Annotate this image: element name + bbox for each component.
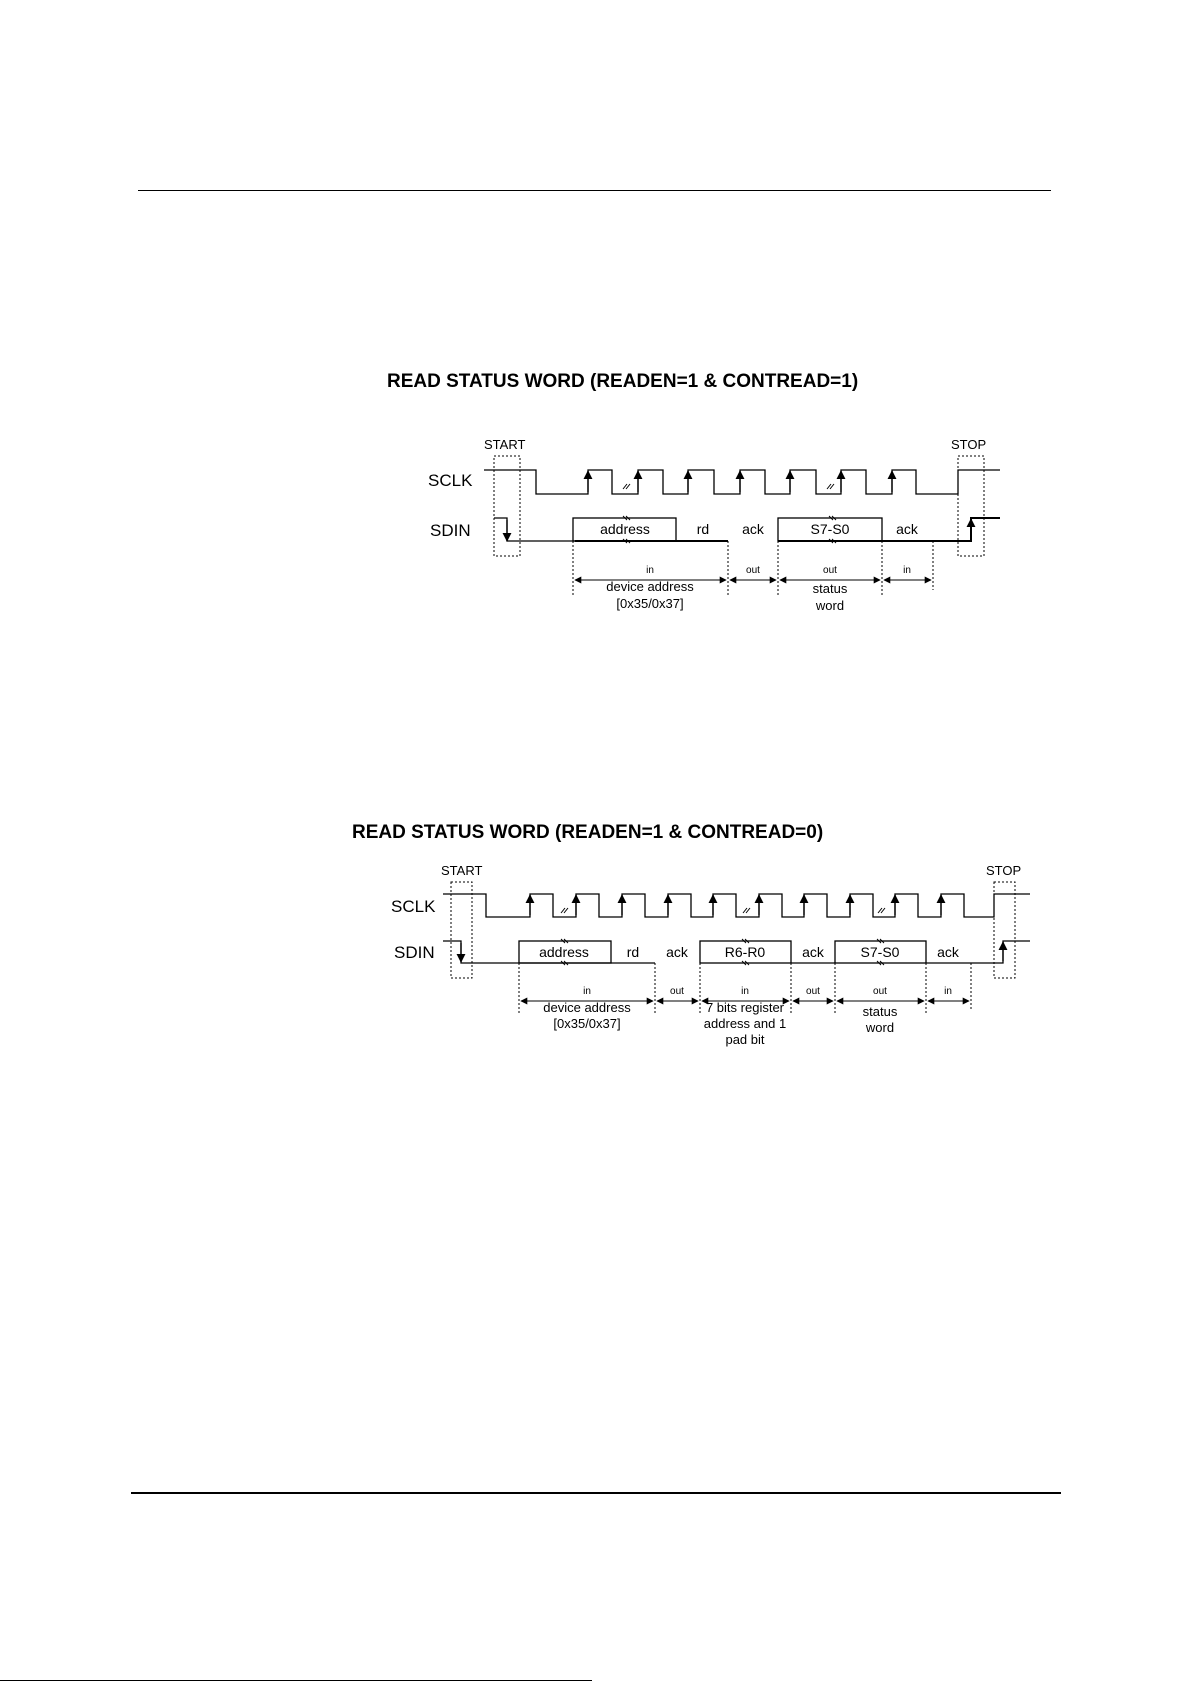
stop-condition-box xyxy=(957,455,985,557)
span-status-word: word xyxy=(865,1020,894,1035)
sclk-waveform xyxy=(443,893,1030,918)
field-ack: ack xyxy=(666,944,689,960)
field-address: address xyxy=(600,521,650,537)
span-dividers xyxy=(518,963,972,1015)
direction-label: out xyxy=(746,565,760,576)
field-s7s0: S7-S0 xyxy=(811,521,850,537)
direction-label: out xyxy=(806,986,820,997)
direction-label: in xyxy=(741,986,749,997)
span-register-address: address and 1 xyxy=(704,1016,786,1031)
span-status-word: status xyxy=(813,581,848,596)
sdin-waveform xyxy=(443,940,519,964)
direction-label: out xyxy=(823,565,837,576)
direction-label: in xyxy=(944,986,952,997)
sclk-edge-arrows xyxy=(525,894,946,915)
field-rd: rd xyxy=(627,944,639,960)
stop-label: STOP xyxy=(986,863,1021,878)
direction-label: in xyxy=(583,986,591,997)
field-ack: ack xyxy=(896,521,919,537)
field-address-box xyxy=(518,940,612,964)
span-register-address: pad bit xyxy=(725,1032,764,1047)
stop-label: STOP xyxy=(951,437,986,452)
stop-condition-box xyxy=(993,881,1016,979)
field-rd: rd xyxy=(697,521,709,537)
span-device-address: device address xyxy=(606,579,694,594)
field-r6r0-box xyxy=(699,940,792,964)
sclk-label: SCLK xyxy=(428,471,473,490)
direction-label: out xyxy=(670,986,684,997)
field-ack: ack xyxy=(937,944,960,960)
diagram1-title: READ STATUS WORD (READEN=1 & CONTREAD=1) xyxy=(387,371,859,392)
field-s7s0: S7-S0 xyxy=(861,944,900,960)
sclk-label: SCLK xyxy=(391,897,436,916)
start-condition-box xyxy=(493,455,521,557)
span-status-word: status xyxy=(863,1004,898,1019)
start-label: START xyxy=(484,437,525,452)
field-ack: ack xyxy=(742,521,765,537)
field-break-marks xyxy=(560,938,885,966)
direction-label: out xyxy=(873,986,887,997)
sclk-break-marks xyxy=(622,483,835,490)
span-device-address: [0x35/0x37] xyxy=(553,1016,620,1031)
field-address: address xyxy=(539,944,589,960)
footer-rule xyxy=(131,1492,1061,1494)
footnote-rule xyxy=(0,1680,592,1681)
start-label: START xyxy=(441,863,482,878)
sdin-label: SDIN xyxy=(430,521,471,540)
sclk-break-marks xyxy=(560,907,886,914)
sdin-label: SDIN xyxy=(394,943,435,962)
sclk-edge-arrows xyxy=(583,470,897,492)
span-register-address: 7 bits register xyxy=(706,1000,785,1015)
span-device-address: device address xyxy=(543,1000,631,1015)
field-ack: ack xyxy=(802,944,825,960)
field-s7s0-box xyxy=(777,517,883,542)
diagram2-title: READ STATUS WORD (READEN=1 & CONTREAD=0) xyxy=(352,822,824,843)
direction-label: in xyxy=(903,565,911,576)
timing-diagram-1: SCLK SDIN START STOP address rd ack S7-S… xyxy=(428,437,1000,613)
span-dividers xyxy=(572,541,934,595)
header-rule xyxy=(138,190,1051,191)
field-r6r0: R6-R0 xyxy=(725,944,766,960)
start-condition-box xyxy=(450,881,473,979)
timing-diagram-2: SCLK SDIN START STOP address r xyxy=(391,863,1030,1047)
field-break-marks xyxy=(622,515,837,544)
direction-label: in xyxy=(646,565,654,576)
span-status-word: word xyxy=(815,598,844,613)
field-s7s0-box xyxy=(834,940,927,964)
span-device-address: [0x35/0x37] xyxy=(616,596,683,611)
